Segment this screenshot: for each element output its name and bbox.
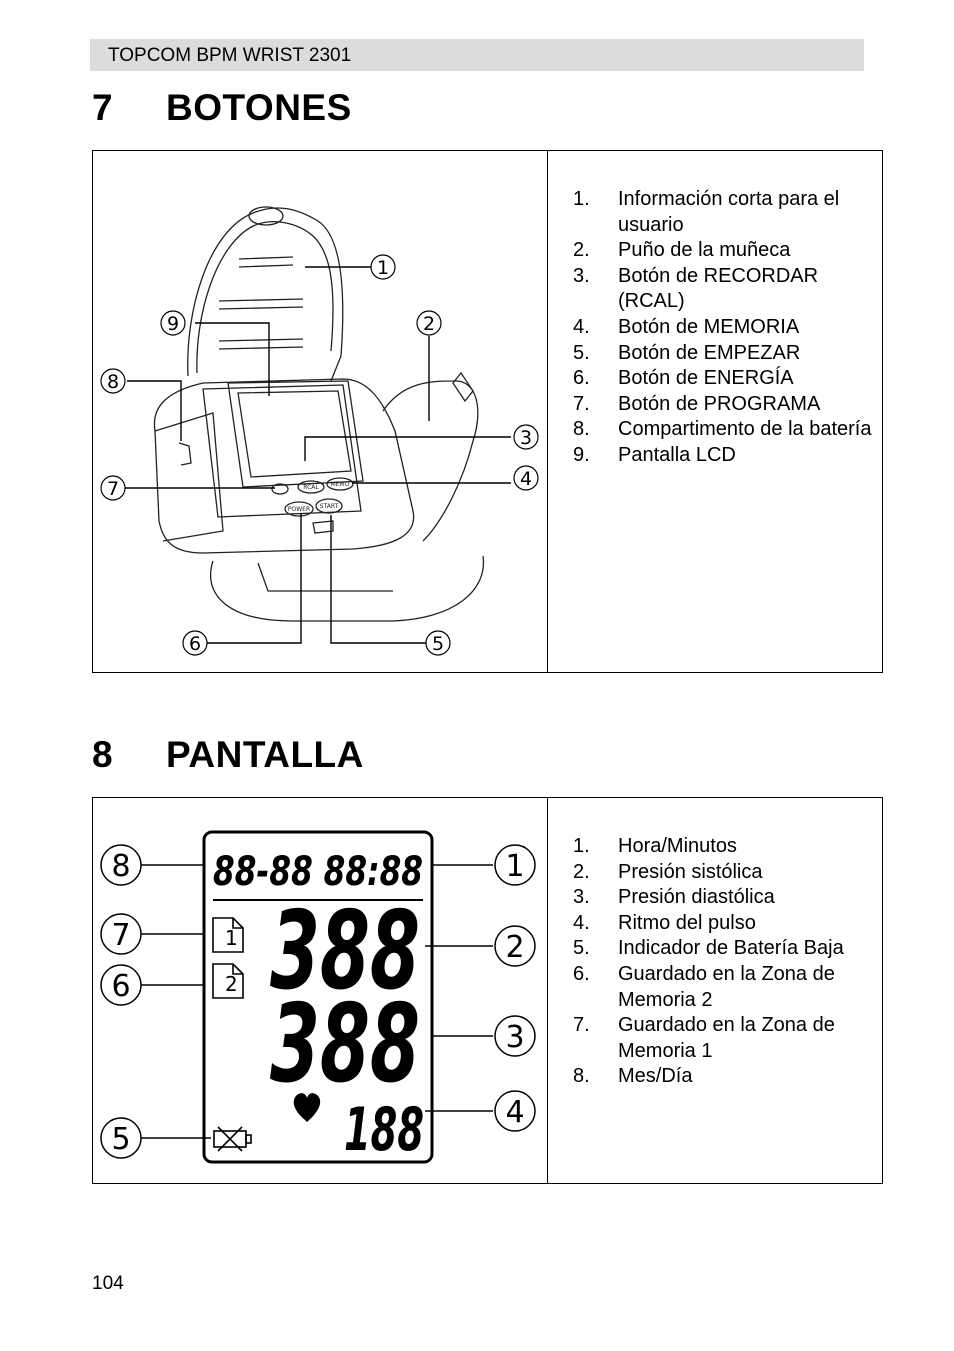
list-item: 5.Botón de EMPEZAR: [573, 341, 801, 364]
callout-7: 7: [100, 475, 126, 501]
lcd-illustration: 88-88 88:88 1 2 388 388 188: [100, 830, 536, 1165]
callout-1: 1: [370, 254, 396, 280]
callout-8: 8: [100, 368, 126, 394]
section-7-number: 7: [92, 87, 114, 128]
device-illustration: RCAL MEMO POWER START 1 2 3 4 5 6 7 8: [100, 206, 539, 656]
lcd-pulse: 188: [344, 1095, 424, 1165]
svg-text:6: 6: [189, 633, 201, 655]
svg-text:5: 5: [111, 1122, 130, 1157]
svg-text:8: 8: [107, 371, 119, 393]
list-item: 7.Botón de PROGRAMA: [573, 392, 821, 415]
battery-compartment: [154, 412, 224, 542]
memory-2-digit: 2: [225, 972, 238, 996]
list-item: 3.Botón de RECORDAR (RCAL): [573, 264, 819, 313]
list-item: 1.Hora/Minutos: [573, 835, 737, 857]
callout-4: 4: [513, 465, 539, 491]
svg-text:4: 4: [520, 468, 532, 490]
callout-1: 1: [494, 844, 536, 886]
display-table: 88-88 88:88 1 2 388 388 188: [92, 797, 883, 1184]
section-8-title: PANTALLA: [166, 734, 364, 775]
lcd-date-time: 88-88 88:88: [213, 849, 423, 895]
memory-1-icon: [212, 917, 244, 953]
power-label: POWER: [288, 506, 310, 513]
callout-8: 8: [100, 844, 142, 886]
callout-7: 7: [100, 913, 142, 955]
section-8-number: 8: [92, 734, 114, 775]
svg-text:9: 9: [167, 313, 179, 335]
svg-text:3: 3: [520, 427, 532, 449]
callout-2: 2: [494, 925, 536, 967]
lid-clip: [248, 206, 284, 226]
device-body: [153, 378, 415, 554]
list-item: 1.Información corta para el usuario: [573, 188, 840, 236]
svg-text:2: 2: [505, 930, 524, 965]
lcd-systolic: 388: [270, 889, 420, 1014]
buttons-table: RCAL MEMO POWER START 1 2 3 4 5 6 7 8: [92, 150, 883, 673]
battery-low-icon: [213, 1126, 252, 1152]
header-title: TOPCOM BPM WRIST 2301: [108, 45, 352, 66]
list-item: 8.Compartimento de la batería: [573, 418, 872, 441]
callout-3: 3: [513, 424, 539, 450]
buttons-legend: 1.Información corta para el usuario 2.Pu…: [573, 187, 878, 469]
list-item: 6.Guardado en la Zona de Memoria 2: [573, 962, 835, 1011]
section-7-title: BOTONES: [166, 87, 352, 128]
svg-text:5: 5: [432, 633, 444, 655]
rcal-label: RCAL: [303, 484, 319, 491]
callout-5: 5: [425, 630, 451, 656]
memory-1-digit: 1: [225, 926, 238, 950]
svg-text:1: 1: [505, 849, 524, 884]
svg-text:4: 4: [505, 1095, 524, 1130]
lid-outline: [187, 207, 344, 382]
callout-4: 4: [494, 1090, 536, 1132]
list-item: 3.Presión diastólica: [573, 886, 775, 909]
header-bar: TOPCOM BPM WRIST 2301: [90, 39, 864, 71]
memory-2-icon: [212, 963, 244, 999]
start-label: START: [320, 503, 339, 510]
callout-5: 5: [100, 1117, 142, 1159]
section-8-heading: 8 PANTALLA: [92, 734, 364, 776]
section-7-heading: 7 BOTONES: [92, 87, 352, 129]
callout-2: 2: [416, 310, 442, 336]
list-item: 7.Guardado en la Zona de Memoria 1: [573, 1014, 835, 1062]
svg-text:7: 7: [111, 918, 130, 953]
strap-bottom: [209, 555, 485, 622]
page-number: 104: [92, 1273, 124, 1294]
svg-text:8: 8: [111, 849, 130, 884]
list-item: 2.Puño de la muñeca: [573, 239, 791, 262]
svg-text:6: 6: [111, 969, 130, 1004]
svg-text:1: 1: [377, 257, 389, 279]
list-item: 4.Ritmo del pulso: [573, 911, 756, 934]
list-item: 6.Botón de ENERGÍA: [573, 367, 794, 390]
list-item: 4.Botón de MEMORIA: [573, 315, 800, 338]
wrist-cuff: [382, 380, 479, 542]
memo-label: MEMO: [331, 481, 350, 488]
svg-text:3: 3: [505, 1020, 524, 1055]
lcd-diastolic: 388: [270, 982, 420, 1107]
callout-6: 6: [100, 964, 142, 1006]
svg-text:2: 2: [423, 313, 435, 335]
list-item: 2.Presión sistólica: [573, 860, 763, 883]
list-item: 9.Pantalla LCD: [573, 443, 736, 466]
callout-3: 3: [494, 1015, 536, 1057]
table-divider: [547, 151, 548, 672]
lcd-window: [227, 380, 364, 488]
callout-6: 6: [182, 630, 208, 656]
heart-icon: [293, 1093, 321, 1122]
callout-9: 9: [160, 310, 186, 336]
table-divider: [547, 798, 548, 1183]
svg-text:7: 7: [107, 478, 119, 500]
cuff-connector: [452, 371, 474, 403]
list-item: 8.Mes/Día: [573, 1065, 693, 1088]
list-item: 5.Indicador de Batería Baja: [573, 937, 844, 960]
display-legend: 1.Hora/Minutos 2.Presión sistólica 3.Pre…: [573, 834, 878, 1090]
lcd-frame: [202, 830, 434, 1164]
